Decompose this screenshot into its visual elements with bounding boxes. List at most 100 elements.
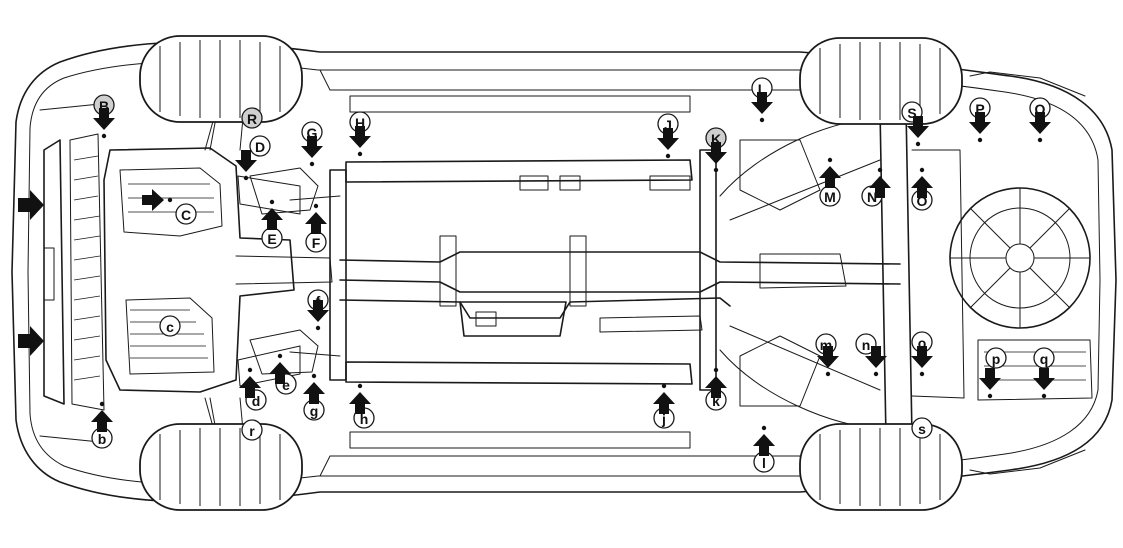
lift-point-marker — [827, 157, 833, 163]
arrow-icon — [819, 166, 841, 188]
callout-upper-c: C — [142, 189, 197, 225]
arrow-icon — [969, 112, 991, 134]
callout-upper-q: Q — [1029, 97, 1051, 143]
callout-lower-f: f — [307, 289, 329, 331]
callout-upper-l: L — [751, 77, 773, 123]
callout-label: C — [181, 207, 191, 223]
lift-point-marker — [101, 133, 107, 139]
callout-upper-m: M — [819, 157, 841, 207]
callout-label: h — [360, 411, 369, 427]
callout-lower-e: e — [269, 353, 297, 395]
arrow-icon — [751, 92, 773, 114]
front-side-arrows — [18, 190, 44, 356]
callout-label: E — [267, 231, 276, 247]
callout-label: J — [664, 117, 672, 133]
callout-label: H — [355, 115, 365, 131]
exhaust-system — [339, 235, 901, 337]
spare-wheel — [949, 187, 1093, 401]
callout-lower-r: r — [241, 419, 263, 441]
lift-point-marker — [987, 393, 993, 399]
arrow-icon — [18, 190, 44, 220]
arrow-icon — [1029, 112, 1051, 134]
engine-assembly — [103, 147, 341, 393]
lift-point-marker — [713, 367, 719, 373]
lift-point-marker — [277, 353, 283, 359]
arrow-icon — [305, 212, 327, 234]
callout-label: q — [1040, 351, 1049, 367]
lift-point-marker — [825, 371, 831, 377]
arrow-icon — [657, 128, 679, 150]
callout-circle — [241, 419, 263, 441]
callout-label: s — [918, 421, 926, 437]
arrow-icon — [911, 176, 933, 198]
rear-right-wheel — [799, 423, 963, 511]
arrow-icon — [907, 116, 929, 138]
lift-point-marker — [713, 167, 719, 173]
arrow-icon — [653, 392, 675, 414]
callout-circle — [911, 417, 933, 439]
callout-lower-o: o — [911, 331, 933, 377]
lift-point-marker — [761, 425, 767, 431]
callout-lower-g: g — [303, 373, 325, 421]
callout-lower-c: c — [159, 315, 181, 337]
callout-label: S — [907, 105, 916, 121]
lift-point-marker — [877, 167, 883, 173]
arrow-icon — [705, 142, 727, 164]
callout-lower-p: p — [979, 347, 1007, 399]
callout-upper-s: S — [901, 101, 929, 147]
arrow-icon — [817, 346, 839, 368]
callout-label: Q — [1035, 101, 1046, 117]
callout-circle — [249, 135, 271, 157]
lift-point-marker — [357, 151, 363, 157]
callout-label: R — [247, 111, 257, 127]
callout-lower-l: l — [753, 425, 775, 473]
callout-label: K — [711, 131, 721, 147]
callout-upper-f: F — [305, 203, 327, 253]
arrow-icon — [979, 368, 1001, 390]
callout-lower-d: d — [239, 367, 267, 411]
arrow-icon — [261, 208, 283, 230]
front-right-wheel — [139, 423, 303, 511]
arrow-icon — [142, 189, 164, 211]
lift-point-marker — [759, 117, 765, 123]
lift-point-marker — [665, 153, 671, 159]
front-left-wheel — [139, 35, 303, 123]
rear-axle — [699, 107, 965, 439]
callout-upper-k: K — [705, 127, 727, 173]
callout-label: L — [758, 81, 767, 97]
callout-label: g — [310, 403, 319, 419]
lift-point-marker — [99, 401, 105, 407]
callout-layer: BRDGHCEFJKLMNSOPQcfdeghrbjklmnospq — [91, 77, 1055, 473]
callout-label: B — [99, 98, 109, 114]
callout-label: D — [255, 139, 265, 155]
lift-point-marker — [661, 383, 667, 389]
lift-point-marker — [311, 373, 317, 379]
callout-label: M — [824, 189, 836, 205]
callout-label: e — [282, 377, 290, 393]
callout-lower-k: k — [705, 367, 727, 411]
callout-label: O — [917, 193, 928, 209]
arrow-icon — [349, 126, 371, 148]
callout-upper-p: P — [969, 97, 991, 143]
callout-upper-o: O — [911, 167, 933, 211]
lift-point-marker — [977, 137, 983, 143]
callout-label: r — [249, 423, 255, 439]
lift-point-marker — [167, 197, 173, 203]
callout-label: l — [762, 455, 766, 471]
callout-label: F — [312, 235, 321, 251]
callout-label: o — [918, 335, 927, 351]
callout-label: P — [975, 101, 984, 117]
arrow-icon — [911, 346, 933, 368]
arrow-icon — [303, 382, 325, 404]
arrow-icon — [301, 136, 323, 158]
callout-label: n — [862, 337, 871, 353]
lift-point-marker — [1041, 393, 1047, 399]
callout-upper-g: G — [301, 121, 323, 167]
arrow-icon — [865, 346, 887, 368]
callout-upper-h: H — [349, 111, 371, 157]
callout-upper-r: R — [241, 107, 263, 129]
front-bumper — [43, 133, 105, 411]
callout-circle — [159, 315, 181, 337]
arrow-icon — [93, 108, 115, 130]
